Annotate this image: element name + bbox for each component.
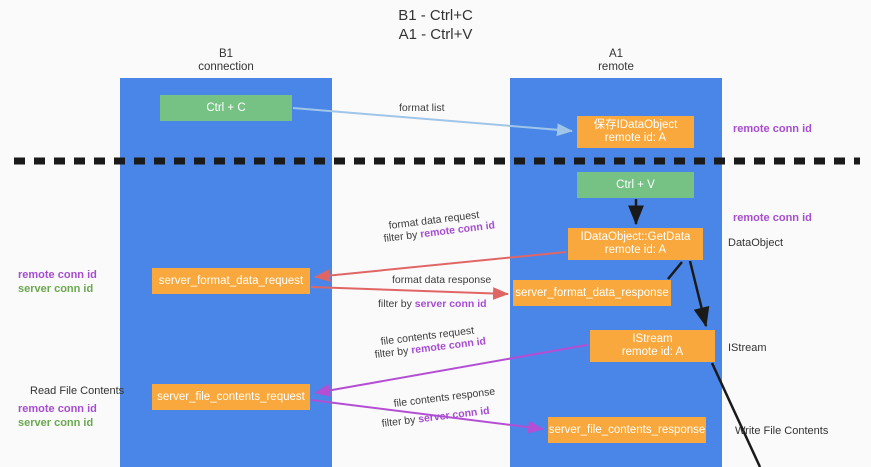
annotation-right-dataobject: DataObject xyxy=(728,237,784,249)
filter-prefix: filter by xyxy=(374,344,412,361)
annotation-server-conn-id: server conn id xyxy=(18,283,94,295)
node-idataobject[interactable]: 保存IDataObject remote id: A xyxy=(577,116,694,148)
node-server-file-contents-request[interactable]: server_file_contents_request xyxy=(152,384,310,410)
edge-label-format-data-response: format data response xyxy=(392,274,492,286)
annotation-right-remote-conn-id-mid: remote conn id xyxy=(733,212,812,224)
node-server-file-contents-response[interactable]: server_file_contents_response xyxy=(548,417,706,443)
annotation-right-istream: IStream xyxy=(728,342,767,354)
diagram-title: B1 - Ctrl+C A1 - Ctrl+V xyxy=(398,7,473,43)
filter-prefix: filter by xyxy=(378,298,415,310)
column-header-a1: A1 remote xyxy=(598,48,634,73)
node-ctrl-c[interactable]: Ctrl + C xyxy=(160,95,292,121)
column-header-b1: B1 connection xyxy=(198,48,254,73)
node-server-format-data-response[interactable]: server_format_data_response xyxy=(513,280,671,306)
annotation-remote-conn-id: remote conn id xyxy=(18,269,97,281)
node-server-format-data-request[interactable]: server_format_data_request xyxy=(152,268,310,294)
annotation-left-conn-ids-top: remote conn id server conn id xyxy=(18,268,97,296)
annotation-left-conn-ids-bottom: remote conn id server conn id xyxy=(18,402,97,430)
edge-label-format-data-response-filter: filter by server conn id xyxy=(378,298,487,310)
filter-key-server-conn-id: server conn id xyxy=(417,404,491,426)
annotation-left-read-file-contents: Read File Contents xyxy=(30,385,125,397)
edge-format-data-response xyxy=(310,286,509,300)
edge-label-format-list: format list xyxy=(399,102,445,114)
annotation-server-conn-id: server conn id xyxy=(18,417,94,429)
node-istream[interactable]: IStream remote id: A xyxy=(590,330,715,362)
filter-key-server-conn-id: server conn id xyxy=(414,298,487,310)
annotation-remote-conn-id: remote conn id xyxy=(18,403,97,415)
node-idataobject-getdata[interactable]: IDataObject::GetData remote id: A xyxy=(568,228,703,260)
annotation-right-remote-conn-id-top: remote conn id xyxy=(733,123,812,135)
annotation-right-write-file-contents: Write File Contents xyxy=(735,425,829,437)
filter-prefix: filter by xyxy=(381,413,419,430)
node-ctrl-v[interactable]: Ctrl + V xyxy=(577,172,694,198)
